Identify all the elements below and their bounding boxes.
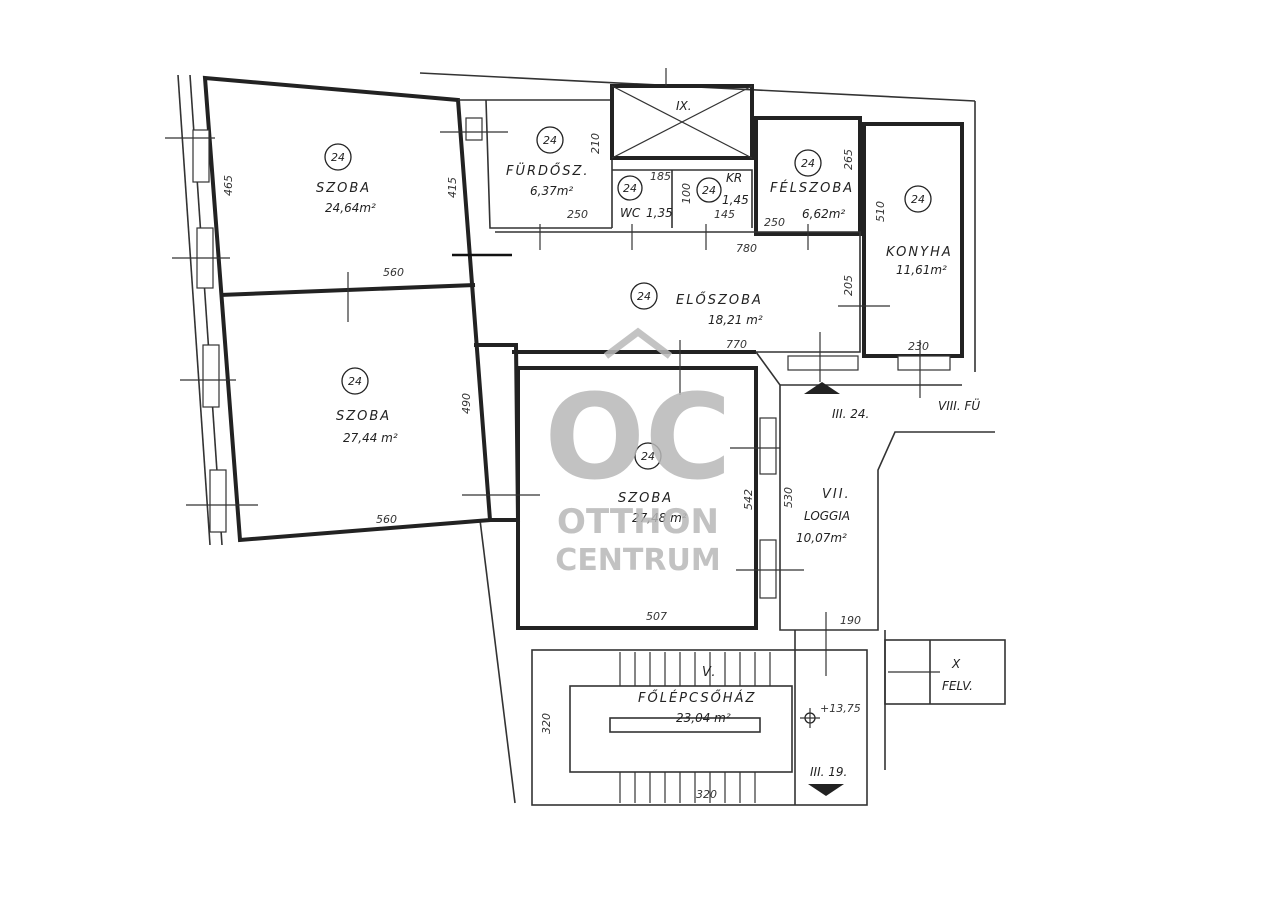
room-name-felszoba: FÉLSZOBA [770, 180, 854, 196]
lift-sub-label: FELV. [942, 679, 973, 693]
dim-label: 320 [696, 788, 717, 801]
dim-label: 320 [540, 713, 553, 734]
dim-label: 190 [840, 614, 861, 627]
dimension-labels: 465 415 560 490 560 250 210 185 100 145 … [222, 133, 929, 801]
room-area-konyha: 11,61m² [896, 263, 947, 277]
room-name-lepcsohaz: FŐLÉPCSŐHÁZ [638, 690, 756, 706]
room-area-lepcsohaz: 23,04 m² [676, 711, 731, 725]
windows [192, 117, 951, 599]
room-num-szoba3: 24 [641, 450, 655, 463]
room-num-kamra: 24 [702, 184, 716, 197]
watermark-line1: OTTHON [557, 502, 719, 542]
level-label: +13,75 [820, 702, 861, 715]
room-name-szoba2: SZOBA [336, 409, 391, 424]
dim-label: 145 [714, 208, 735, 221]
dim-label: 465 [222, 175, 235, 196]
dim-label: 185 [650, 170, 671, 183]
dim-label: 770 [726, 338, 747, 351]
room-num-furdo: 24 [543, 134, 557, 147]
walls [202, 75, 1006, 806]
room-name-szoba1: SZOBA [316, 181, 371, 196]
watermark-line2: CENTRUM [555, 543, 720, 578]
dim-label: 265 [842, 149, 855, 170]
watermark-logo: OC OTTHON CENTRUM [545, 327, 732, 578]
room-name-eloszoba: ELŐSZOBA [676, 292, 763, 308]
room-num-wc: 24 [623, 182, 637, 195]
dim-label: 507 [646, 610, 667, 623]
room-area-felszoba: 6,62m² [802, 207, 845, 221]
room-area-szoba2: 27,44 m² [343, 431, 398, 445]
dim-label: 560 [376, 513, 397, 526]
corridor-label: VIII. FÜ [938, 397, 980, 413]
dim-label: 490 [460, 393, 473, 414]
room-num-eloszoba: 24 [637, 290, 651, 303]
room-num-szoba2: 24 [348, 375, 362, 388]
room-name-wc: WC [620, 206, 641, 220]
dim-label: 542 [742, 489, 755, 510]
room-name-kamra: KR [726, 171, 742, 185]
room-area-kamra: 1,45 [722, 193, 749, 207]
room-area-szoba1: 24,64m² [325, 201, 376, 215]
axis-ticks [165, 68, 940, 676]
watermark-logo-text: OC [545, 368, 732, 506]
room-labels: SZOBA 24,64m² SZOBA 27,44 m² SZOBA 27,48… [316, 99, 980, 779]
room-area-furdo: 6,37m² [530, 184, 573, 198]
room-num-loggia: VII. [822, 487, 851, 502]
room-name-loggia: LOGGIA [804, 509, 850, 523]
dim-label: 560 [383, 266, 404, 279]
dim-label: 100 [680, 183, 693, 204]
stair-entrance-label: III. 19. [810, 765, 847, 779]
room-area-loggia: 10,07m² [796, 531, 847, 545]
stair-treads [619, 652, 771, 803]
level-marker-icon [800, 708, 820, 728]
room-area-szoba3: 27,48 m² [632, 511, 687, 525]
room-name-szoba3: SZOBA [618, 491, 673, 506]
room-area-eloszoba: 18,21 m² [708, 313, 763, 327]
dim-label: 780 [736, 242, 757, 255]
room-num-lepcsohaz: V. [702, 665, 718, 680]
room-num-szoba1: 24 [331, 151, 345, 164]
dim-label: 510 [874, 201, 887, 222]
dim-label: 250 [567, 208, 588, 221]
room-num-konyha: 24 [911, 193, 925, 206]
dim-label: 230 [908, 340, 929, 353]
entrance-arrow-down [808, 784, 844, 796]
room-area-wc: 1,35 [646, 206, 673, 220]
shaft-label: IX. [676, 99, 692, 113]
room-name-furdo: FÜRDŐSZ. [506, 162, 590, 179]
entrance-arrow-up [804, 382, 840, 394]
dim-label: 415 [446, 177, 459, 198]
dim-label: 210 [589, 133, 602, 154]
dim-label: 250 [764, 216, 785, 229]
room-name-konyha: KONYHA [886, 245, 953, 260]
dim-label: 530 [782, 487, 795, 508]
entrance-label: III. 24. [832, 407, 869, 421]
room-number-circles: 24 24 24 24 24 24 24 24 24 [324, 126, 932, 470]
dim-label: 205 [842, 275, 855, 296]
lift-label: X [951, 657, 961, 671]
room-num-felszoba: 24 [801, 157, 815, 170]
